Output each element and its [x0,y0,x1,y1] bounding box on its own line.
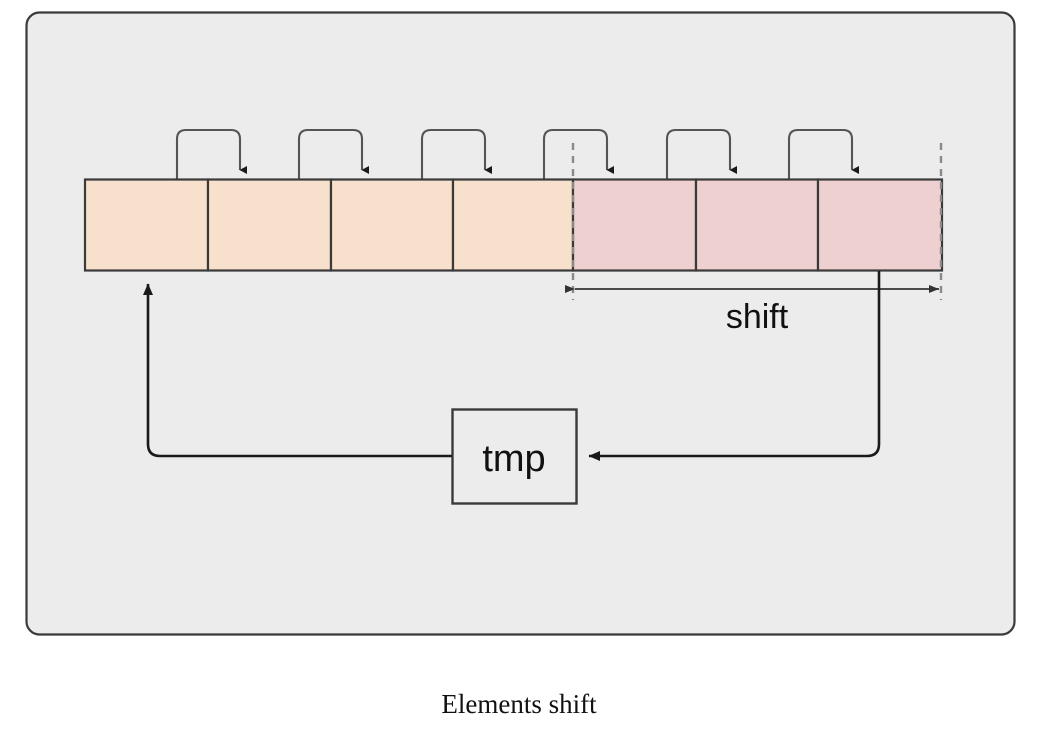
loop-arrow-2 [297,128,369,179]
arrow-lastcell-to-tmp [588,271,881,461]
array-cell-2[interactable] [329,178,455,272]
loop-arrow-1 [175,128,247,179]
array-cell-3[interactable] [451,178,575,272]
loop-arrow-3 [420,128,492,179]
loop-arrow-5 [665,128,737,179]
tmp-label: tmp [482,438,545,480]
array-cell-1[interactable] [206,178,333,272]
loop-arrow-6 [787,128,859,179]
array-cell-5[interactable] [694,178,820,272]
figure-caption: Elements shift [441,689,597,719]
array-cell-6[interactable] [816,178,944,272]
shift-boundary-guides [571,143,943,300]
array-cell-0[interactable] [83,178,210,272]
arrow-tmp-to-firstcell [143,283,452,458]
shift-label: shift [726,298,789,336]
array-row [83,178,944,272]
tmp-box[interactable] [451,408,578,505]
loop-arrow-4 [542,128,614,179]
panel-background [25,11,1016,636]
loop-arrow-group [175,128,859,179]
array-cell-4[interactable] [571,178,698,272]
